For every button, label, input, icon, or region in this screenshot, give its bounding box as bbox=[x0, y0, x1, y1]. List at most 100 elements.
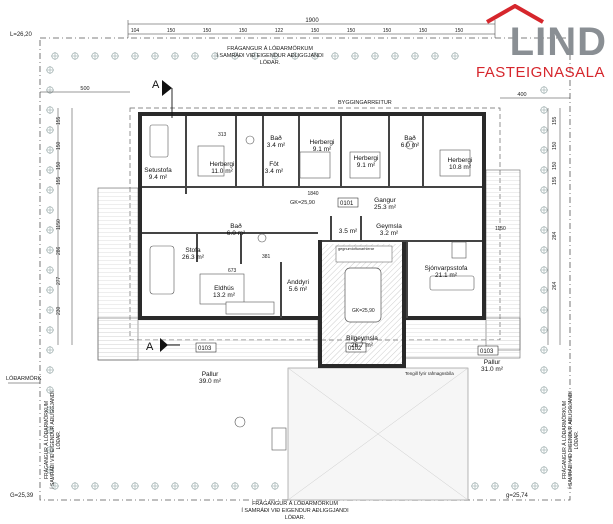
zone-0103-left: 0103 bbox=[198, 346, 212, 352]
room-area: 3.4 m² bbox=[265, 168, 284, 175]
room-name: Pallur bbox=[484, 359, 501, 366]
dim-673: 673 bbox=[228, 268, 237, 274]
room-name: Anddyri bbox=[287, 279, 309, 286]
dim-right-segment: 264 bbox=[552, 281, 558, 290]
vegetation-border bbox=[46, 52, 559, 490]
room-area: 39.0 m² bbox=[199, 378, 222, 385]
room-area: 21.1 m² bbox=[435, 272, 458, 279]
room-name: Föt bbox=[269, 161, 279, 168]
room-name: Herbergi bbox=[448, 157, 473, 164]
note-left-access: FRÁGANGUR Á LÓÐARMÖRKUMÍ SAMRÁÐI VIÐ EIG… bbox=[43, 391, 62, 489]
dim-top-segment: 150 bbox=[167, 28, 176, 34]
dim-top-segment: 150 bbox=[419, 28, 428, 34]
room-name: Eldhús bbox=[214, 285, 235, 292]
dim-right-segment: 155 bbox=[552, 176, 558, 185]
room-area: 5.6 m² bbox=[289, 286, 308, 293]
note-building-line: BYGGINGARREITUR bbox=[338, 100, 392, 106]
dim-left-segment: 155 bbox=[56, 116, 62, 125]
dim-right-segment: 284 bbox=[552, 231, 558, 240]
zone-tags bbox=[195, 197, 499, 356]
room-area: 26.3 m² bbox=[182, 254, 205, 261]
deck-bottom-left bbox=[97, 317, 319, 361]
dim-top-segment: 104 bbox=[131, 28, 140, 34]
room-area: 9.4 m² bbox=[149, 174, 168, 181]
room-area: 9.1 m² bbox=[357, 162, 376, 169]
dimension-chain-top bbox=[127, 20, 496, 38]
level-floor: GK=25,90 bbox=[290, 200, 315, 206]
dim-overall-width: 1900 bbox=[305, 18, 319, 24]
room-name: Geymsla bbox=[376, 223, 402, 230]
dim-left-segment: 155 bbox=[56, 176, 62, 185]
dim-top-segment: 150 bbox=[311, 28, 320, 34]
dim-top-segment: 122 bbox=[275, 28, 284, 34]
room-area: 9.1 m² bbox=[313, 146, 332, 153]
dim-top-segment: 150 bbox=[239, 28, 248, 34]
room-name: Herbergi bbox=[354, 155, 379, 162]
garage-car bbox=[344, 267, 382, 323]
roof-icon bbox=[486, 4, 544, 24]
dim-right-setback: 400 bbox=[517, 92, 526, 98]
room-name: Bað bbox=[230, 222, 242, 230]
room-name: Pallur bbox=[202, 371, 219, 378]
room-area: 13.2 m² bbox=[213, 292, 236, 299]
section-label-bottom: A bbox=[146, 341, 154, 353]
room-area: 31.0 m² bbox=[481, 366, 504, 373]
dim-top-segment: 150 bbox=[203, 28, 212, 34]
room-name: Setustofa bbox=[144, 167, 172, 174]
room-name: Herbergi bbox=[210, 161, 235, 168]
room-area: 26.7 m² bbox=[351, 342, 374, 349]
svg-text:FRÁGANGUR Á LÓÐARMÖRKUMÍ SAMRÁ: FRÁGANGUR Á LÓÐARMÖRKUMÍ SAMRÁÐI VIÐ EIG… bbox=[561, 391, 580, 489]
level-bottom-left: G=25,39 bbox=[10, 493, 34, 499]
level-garage: GK=25,90 bbox=[352, 308, 375, 314]
room-label: 3.5 m² bbox=[339, 228, 358, 235]
dim-left-segment: 277 bbox=[56, 276, 62, 285]
dim-house-width: 1840 bbox=[307, 191, 318, 197]
level-bottom-right: g=25,74 bbox=[506, 493, 529, 499]
note-plot-line: LÓÐARMÖRK bbox=[6, 375, 42, 382]
svg-text:FRÁGANGUR Á LÓÐARMÖRKUMÍ SAMRÁ: FRÁGANGUR Á LÓÐARMÖRKUMÍ SAMRÁÐI VIÐ EIG… bbox=[43, 391, 62, 489]
dim-top-segment: 150 bbox=[455, 28, 464, 34]
room-name: Herbergi bbox=[310, 139, 335, 146]
room-area: 10.8 m² bbox=[449, 164, 472, 171]
furniture bbox=[149, 124, 475, 451]
deck-bottom-right bbox=[404, 317, 521, 359]
zone-0101: 0101 bbox=[340, 201, 354, 207]
note-car-charger: Tengill fyrir rafmagnsbíla bbox=[405, 371, 454, 376]
room-area: 11.0 m² bbox=[211, 168, 233, 175]
dim-right-vertical: 1150 bbox=[495, 226, 506, 232]
dim-left-segment: 1150 bbox=[56, 219, 62, 230]
zone-0103-right: 0103 bbox=[480, 349, 494, 355]
dim-313: 313 bbox=[218, 132, 227, 138]
exterior-walls bbox=[138, 112, 486, 368]
room-name: Sjónvarpsstofa bbox=[425, 265, 468, 272]
dim-right-segment: 150 bbox=[552, 141, 558, 150]
dim-left-segment: 230 bbox=[56, 306, 62, 315]
room-name: Bílgeymsla bbox=[346, 335, 378, 342]
brand-name: LIND bbox=[509, 20, 607, 64]
dim-381: 381 bbox=[262, 254, 271, 260]
dim-top-segment: 150 bbox=[383, 28, 392, 34]
dim-right-segment: 150 bbox=[552, 161, 558, 170]
brand-tagline: FASTEIGNASALA bbox=[475, 64, 605, 81]
